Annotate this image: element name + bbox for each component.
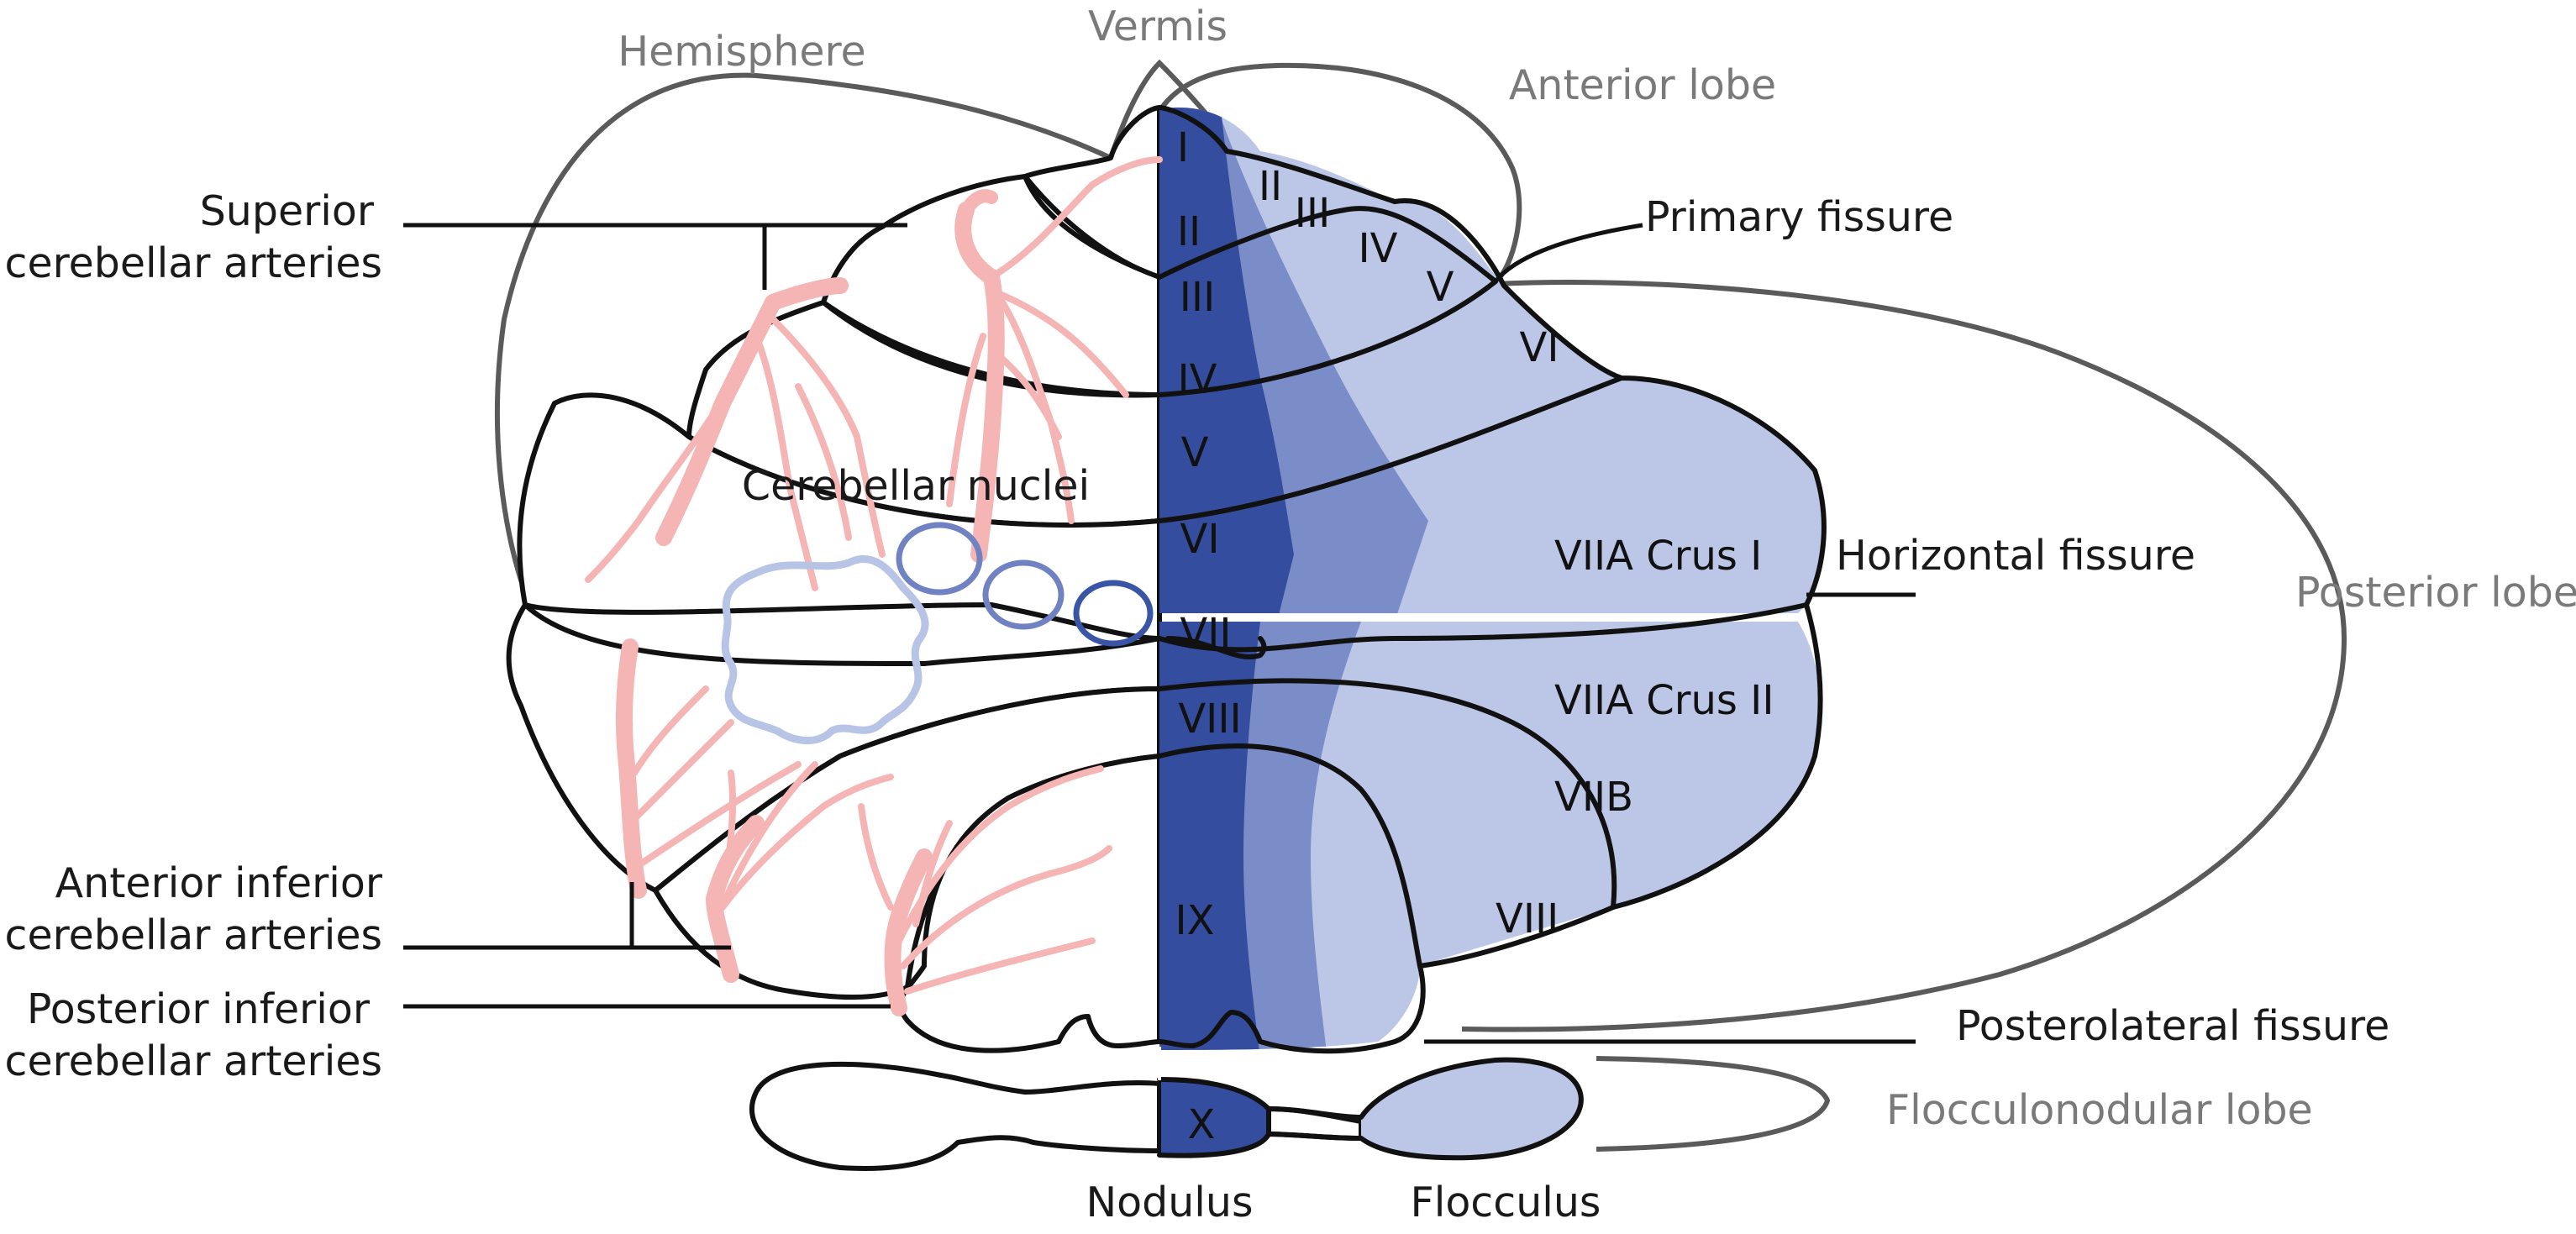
- nodulus-label: Nodulus: [1086, 1179, 1254, 1226]
- anterior-lobe-label: Anterior lobe: [1509, 61, 1776, 109]
- hemisphere-lobule-iii: III: [1295, 190, 1330, 237]
- vermis-lobule-vii: VII: [1180, 610, 1231, 657]
- hemisphere-lobule-viia-crus2: VIIA Crus II: [1554, 677, 1774, 724]
- vermis-lobule-iii: III: [1180, 274, 1215, 321]
- vermis-lobule-v: V: [1181, 429, 1209, 476]
- hemisphere-lobule-vi: VI: [1520, 324, 1559, 371]
- globose-nucleus: [982, 559, 1065, 630]
- hemisphere-lobule-iv: IV: [1359, 225, 1398, 272]
- flocculonodular-lobe-label: Flocculonodular lobe: [1886, 1086, 2313, 1134]
- superior-arteries-line1: Superior: [200, 187, 375, 235]
- vermis-lobule-viii: VIII: [1178, 696, 1241, 743]
- emboliform-nucleus: [896, 522, 983, 596]
- hemisphere-lobule-ii: II: [1259, 163, 1282, 210]
- flocculus-label: Flocculus: [1411, 1179, 1601, 1226]
- flocculonodular: [749, 1057, 1584, 1171]
- horizontal-fissure-label: Horizontal fissure: [1836, 532, 2195, 580]
- vermis-lobule-x: X: [1188, 1101, 1216, 1148]
- anterior-lobe-bracket: [1155, 62, 1522, 284]
- flocculonodular-lobe-bracket: [1596, 1056, 1831, 1152]
- labels: Vermis Hemisphere Anterior lobe Superior…: [5, 3, 2576, 1226]
- dentate-nucleus: [721, 554, 929, 745]
- pica-line1: Posterior inferior: [27, 985, 371, 1033]
- pica-line2: cerebellar arteries: [5, 1037, 383, 1085]
- aica-line1: Anterior inferior: [55, 859, 383, 907]
- superior-arteries-line2: cerebellar arteries: [5, 239, 383, 287]
- primary-fissure-label: Primary fissure: [1645, 193, 1953, 241]
- arteries: [585, 156, 1163, 1016]
- hemisphere-lobule-viib: VIIB: [1554, 774, 1633, 821]
- vermis-lobule-vi: VI: [1180, 516, 1220, 563]
- vermis-label: Vermis: [1088, 3, 1228, 50]
- left-hemisphere: [506, 105, 1162, 1053]
- left-lobule-vi: [517, 392, 1162, 641]
- posterior-lobe-label: Posterior lobe: [2295, 569, 2576, 617]
- hemisphere-lobule-viia-crus1: VIIA Crus I: [1554, 533, 1762, 580]
- right-flocculus: [1361, 1059, 1581, 1158]
- vermis-lobule-iv: IV: [1178, 356, 1217, 403]
- posterior-lobe-bracket: [1461, 280, 2347, 1032]
- aica-line2: cerebellar arteries: [5, 911, 383, 959]
- left-flocculus: [749, 1061, 1162, 1171]
- hemisphere-bracket: [494, 72, 1112, 606]
- vermis-lobule-ii: II: [1177, 208, 1201, 255]
- vermis-lobule-ix: IX: [1175, 897, 1214, 944]
- posterolateral-fissure-label: Posterolateral fissure: [1956, 1002, 2389, 1050]
- fastigial-nucleus: [1073, 580, 1154, 647]
- vermis-lobule-i: I: [1177, 124, 1189, 171]
- leader-lines: [403, 223, 1916, 1044]
- cerebellar-nuclei-label: Cerebellar nuclei: [742, 462, 1090, 510]
- nodulus-shape: [1159, 1079, 1272, 1157]
- hemisphere-lobule-viii: VIII: [1496, 895, 1559, 943]
- cerebellar-nuclei: [721, 522, 1154, 745]
- hemisphere-lobule-v: V: [1427, 264, 1454, 311]
- hemisphere-label: Hemisphere: [618, 28, 865, 76]
